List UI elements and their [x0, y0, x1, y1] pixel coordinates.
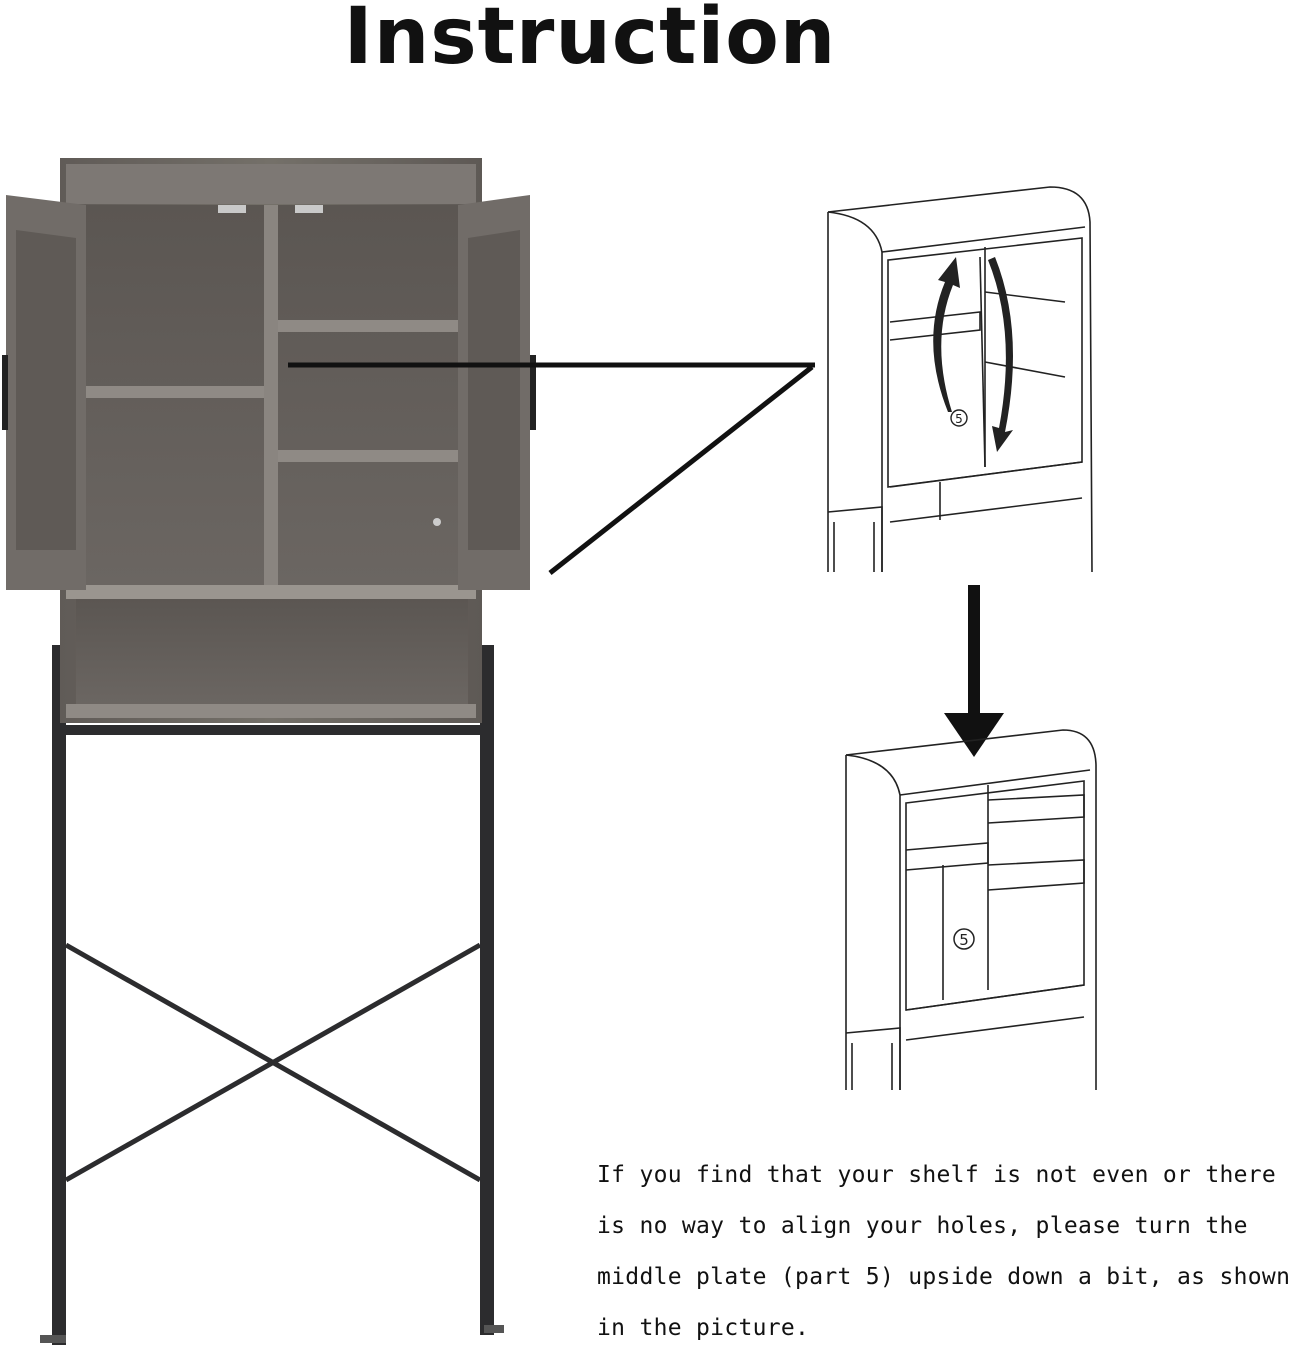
note-line-2: is no way to align your holes, please tu… — [597, 1213, 1248, 1239]
rotate-arrow-up-icon — [933, 257, 960, 412]
cross-brace — [64, 942, 482, 1183]
stand-frame — [52, 645, 494, 1345]
left-door — [2, 195, 86, 590]
cabinet-photo — [2, 158, 536, 1345]
sketch-after: 5 — [845, 729, 1097, 1090]
note-line-3: middle plate (part 5) upside down a bit,… — [597, 1264, 1291, 1290]
note-line-1: If you find that your shelf is not even … — [597, 1162, 1277, 1188]
foot-right — [484, 1325, 504, 1333]
foot-left — [40, 1335, 66, 1343]
page-title: Instruction — [343, 0, 837, 82]
right-door — [458, 195, 536, 590]
rotate-arrow-down-icon — [988, 257, 1013, 452]
note-line-4: in the picture. — [597, 1315, 810, 1341]
instruction-note: If you find that your shelf is not even … — [597, 1150, 1307, 1354]
open-cubby — [76, 599, 468, 704]
sketch-before: 5 — [827, 186, 1093, 573]
part-label-after: 5 — [959, 931, 969, 949]
down-arrow-icon — [944, 585, 1004, 757]
part-label: 5 — [955, 412, 963, 426]
